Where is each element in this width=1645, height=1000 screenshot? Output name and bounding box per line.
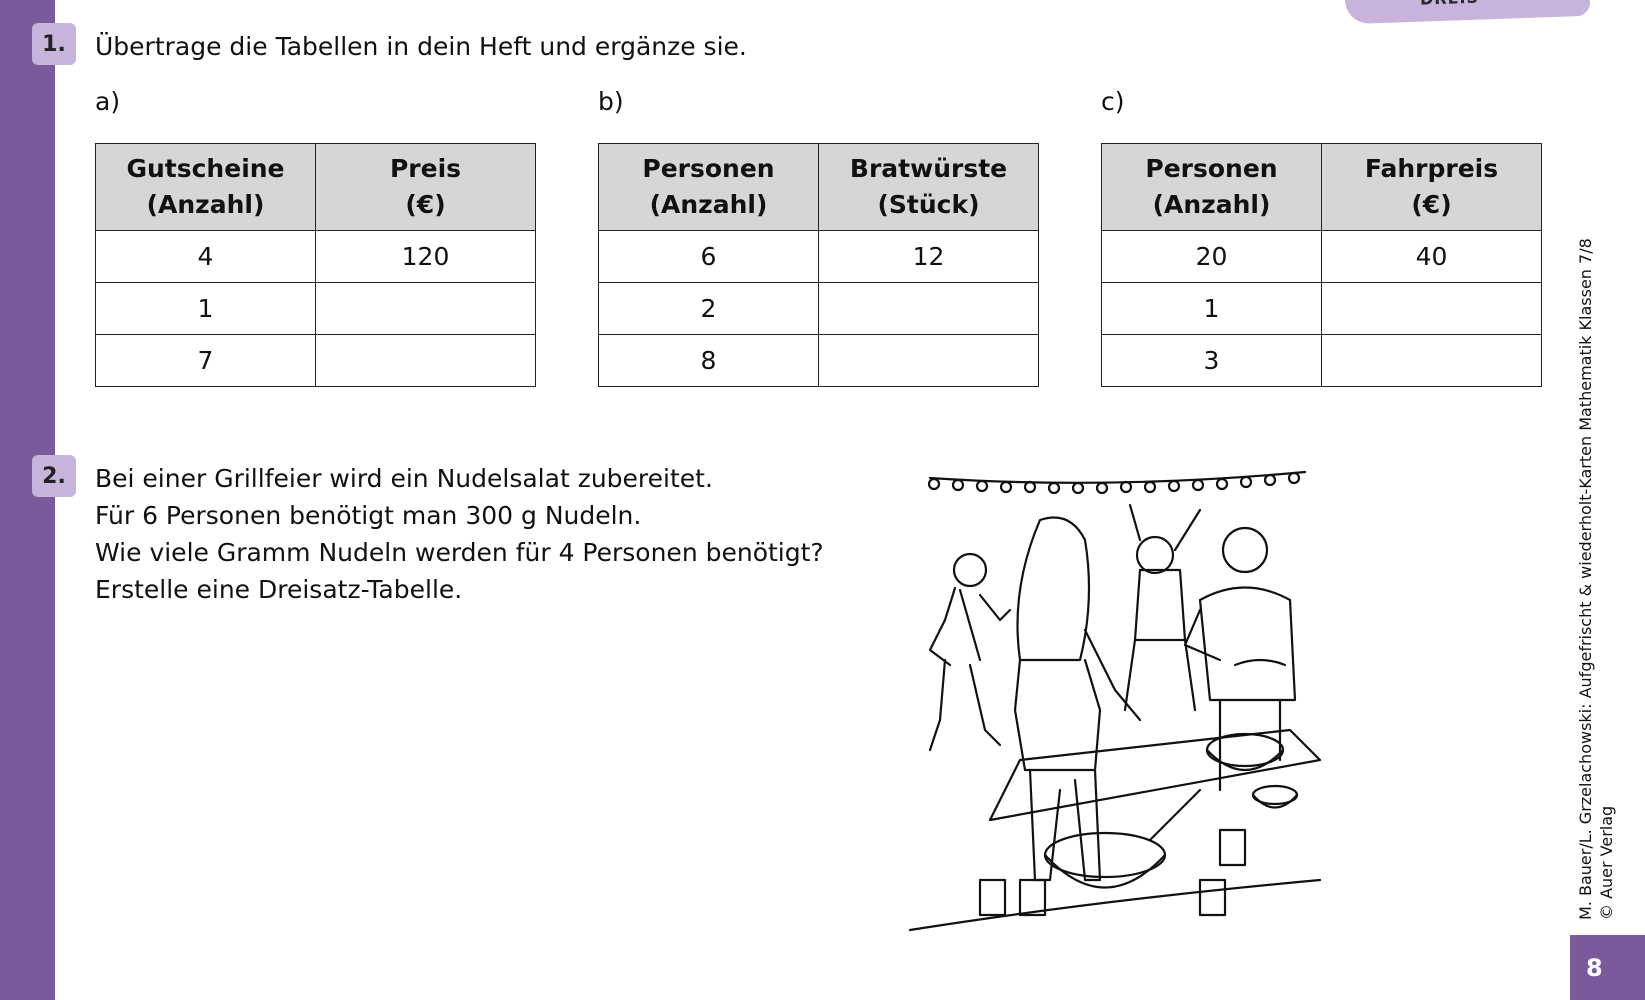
task-2-line: Erstelle eine Dreisatz-Tabelle.	[95, 575, 463, 604]
table-cell: 2	[598, 282, 819, 335]
table-cell: 4	[95, 230, 316, 283]
table-cell	[315, 282, 536, 335]
table-cell	[1321, 282, 1542, 335]
table-row: 3	[1101, 334, 1542, 387]
table-cell: 8	[598, 334, 819, 387]
table-cell: 120	[315, 230, 536, 283]
table-header-cell: Personen(Anzahl)	[598, 143, 819, 231]
task-2-line: Wie viele Gramm Nudeln werden für 4 Pers…	[95, 538, 824, 567]
task-2-line: Bei einer Grillfeier wird ein Nudelsalat…	[95, 464, 713, 493]
section-tab-label: DREIS	[1420, 0, 1480, 9]
table-b-label: b)	[598, 87, 624, 116]
task-1-number-badge: 1.	[32, 23, 76, 65]
table-cell: 7	[95, 334, 316, 387]
page-number: 8	[1570, 935, 1645, 1000]
table-cell	[1321, 334, 1542, 387]
table-cell: 1	[95, 282, 316, 335]
table-c-label: c)	[1101, 87, 1125, 116]
table-cell	[315, 334, 536, 387]
table-header-cell: Gutscheine(Anzahl)	[95, 143, 316, 231]
credit-line-2: © Auer Verlag	[1597, 805, 1616, 920]
table-cell: 12	[818, 230, 1039, 283]
table-cell: 40	[1321, 230, 1542, 283]
table-cell	[818, 282, 1039, 335]
left-accent-bar	[0, 0, 55, 1000]
table-row: 2	[598, 282, 1039, 335]
section-tab: DREIS	[1344, 0, 1591, 25]
table-cell: 1	[1101, 282, 1322, 335]
copyright-credit: M. Bauer/L. Grzelachowski: Aufgefrischt …	[1575, 238, 1617, 920]
table-cell: 3	[1101, 334, 1322, 387]
credit-line-1: M. Bauer/L. Grzelachowski: Aufgefrischt …	[1576, 238, 1595, 920]
table-cell	[818, 334, 1039, 387]
table-row: 8	[598, 334, 1039, 387]
table-header-cell: Preis(€)	[315, 143, 536, 231]
task-1-instruction: Übertrage die Tabellen in dein Heft und …	[95, 32, 747, 61]
table-header-cell: Fahrpreis(€)	[1321, 143, 1542, 231]
table-row: 7	[95, 334, 536, 387]
barbecue-party-illustration	[908, 470, 1322, 932]
table-header-cell: Personen(Anzahl)	[1101, 143, 1322, 231]
table-row: 1	[1101, 282, 1542, 335]
table-cell: 20	[1101, 230, 1322, 283]
task-2-number-badge: 2.	[32, 455, 76, 497]
task-2-line: Für 6 Personen benötigt man 300 g Nudeln…	[95, 501, 642, 530]
table-a-label: a)	[95, 87, 121, 116]
table-header-cell: Bratwürste(Stück)	[818, 143, 1039, 231]
task-2-text: Bei einer Grillfeier wird ein Nudelsalat…	[95, 460, 824, 608]
table-row: 1	[95, 282, 536, 335]
table-cell: 6	[598, 230, 819, 283]
